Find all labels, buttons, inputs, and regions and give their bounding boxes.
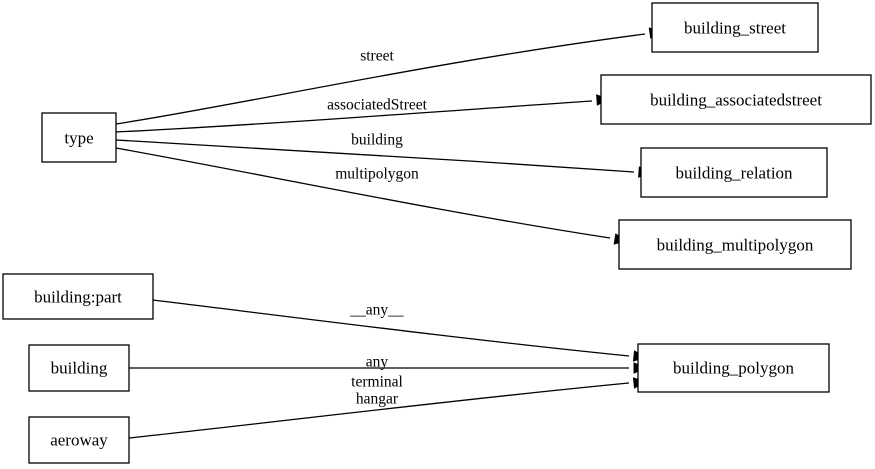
edge-line [115,33,646,125]
node-box-building_part[interactable] [2,273,154,320]
edge-line [115,139,635,173]
edge-line [152,299,630,357]
node-box-building_multipolygon[interactable] [618,219,852,270]
edges-group [115,27,664,439]
node-box-building_associatedstreet[interactable] [600,74,872,125]
node-box-building_polygon[interactable] [637,343,830,393]
nodes-group [2,2,872,464]
node-box-building_street[interactable] [651,2,819,53]
edge-line [115,100,593,133]
node-box-type[interactable] [41,112,117,163]
node-box-building_relation[interactable] [640,147,828,198]
edge-line [115,147,611,239]
node-box-building[interactable] [28,344,130,392]
node-box-aeroway[interactable] [28,416,130,464]
edge-line [128,382,630,439]
